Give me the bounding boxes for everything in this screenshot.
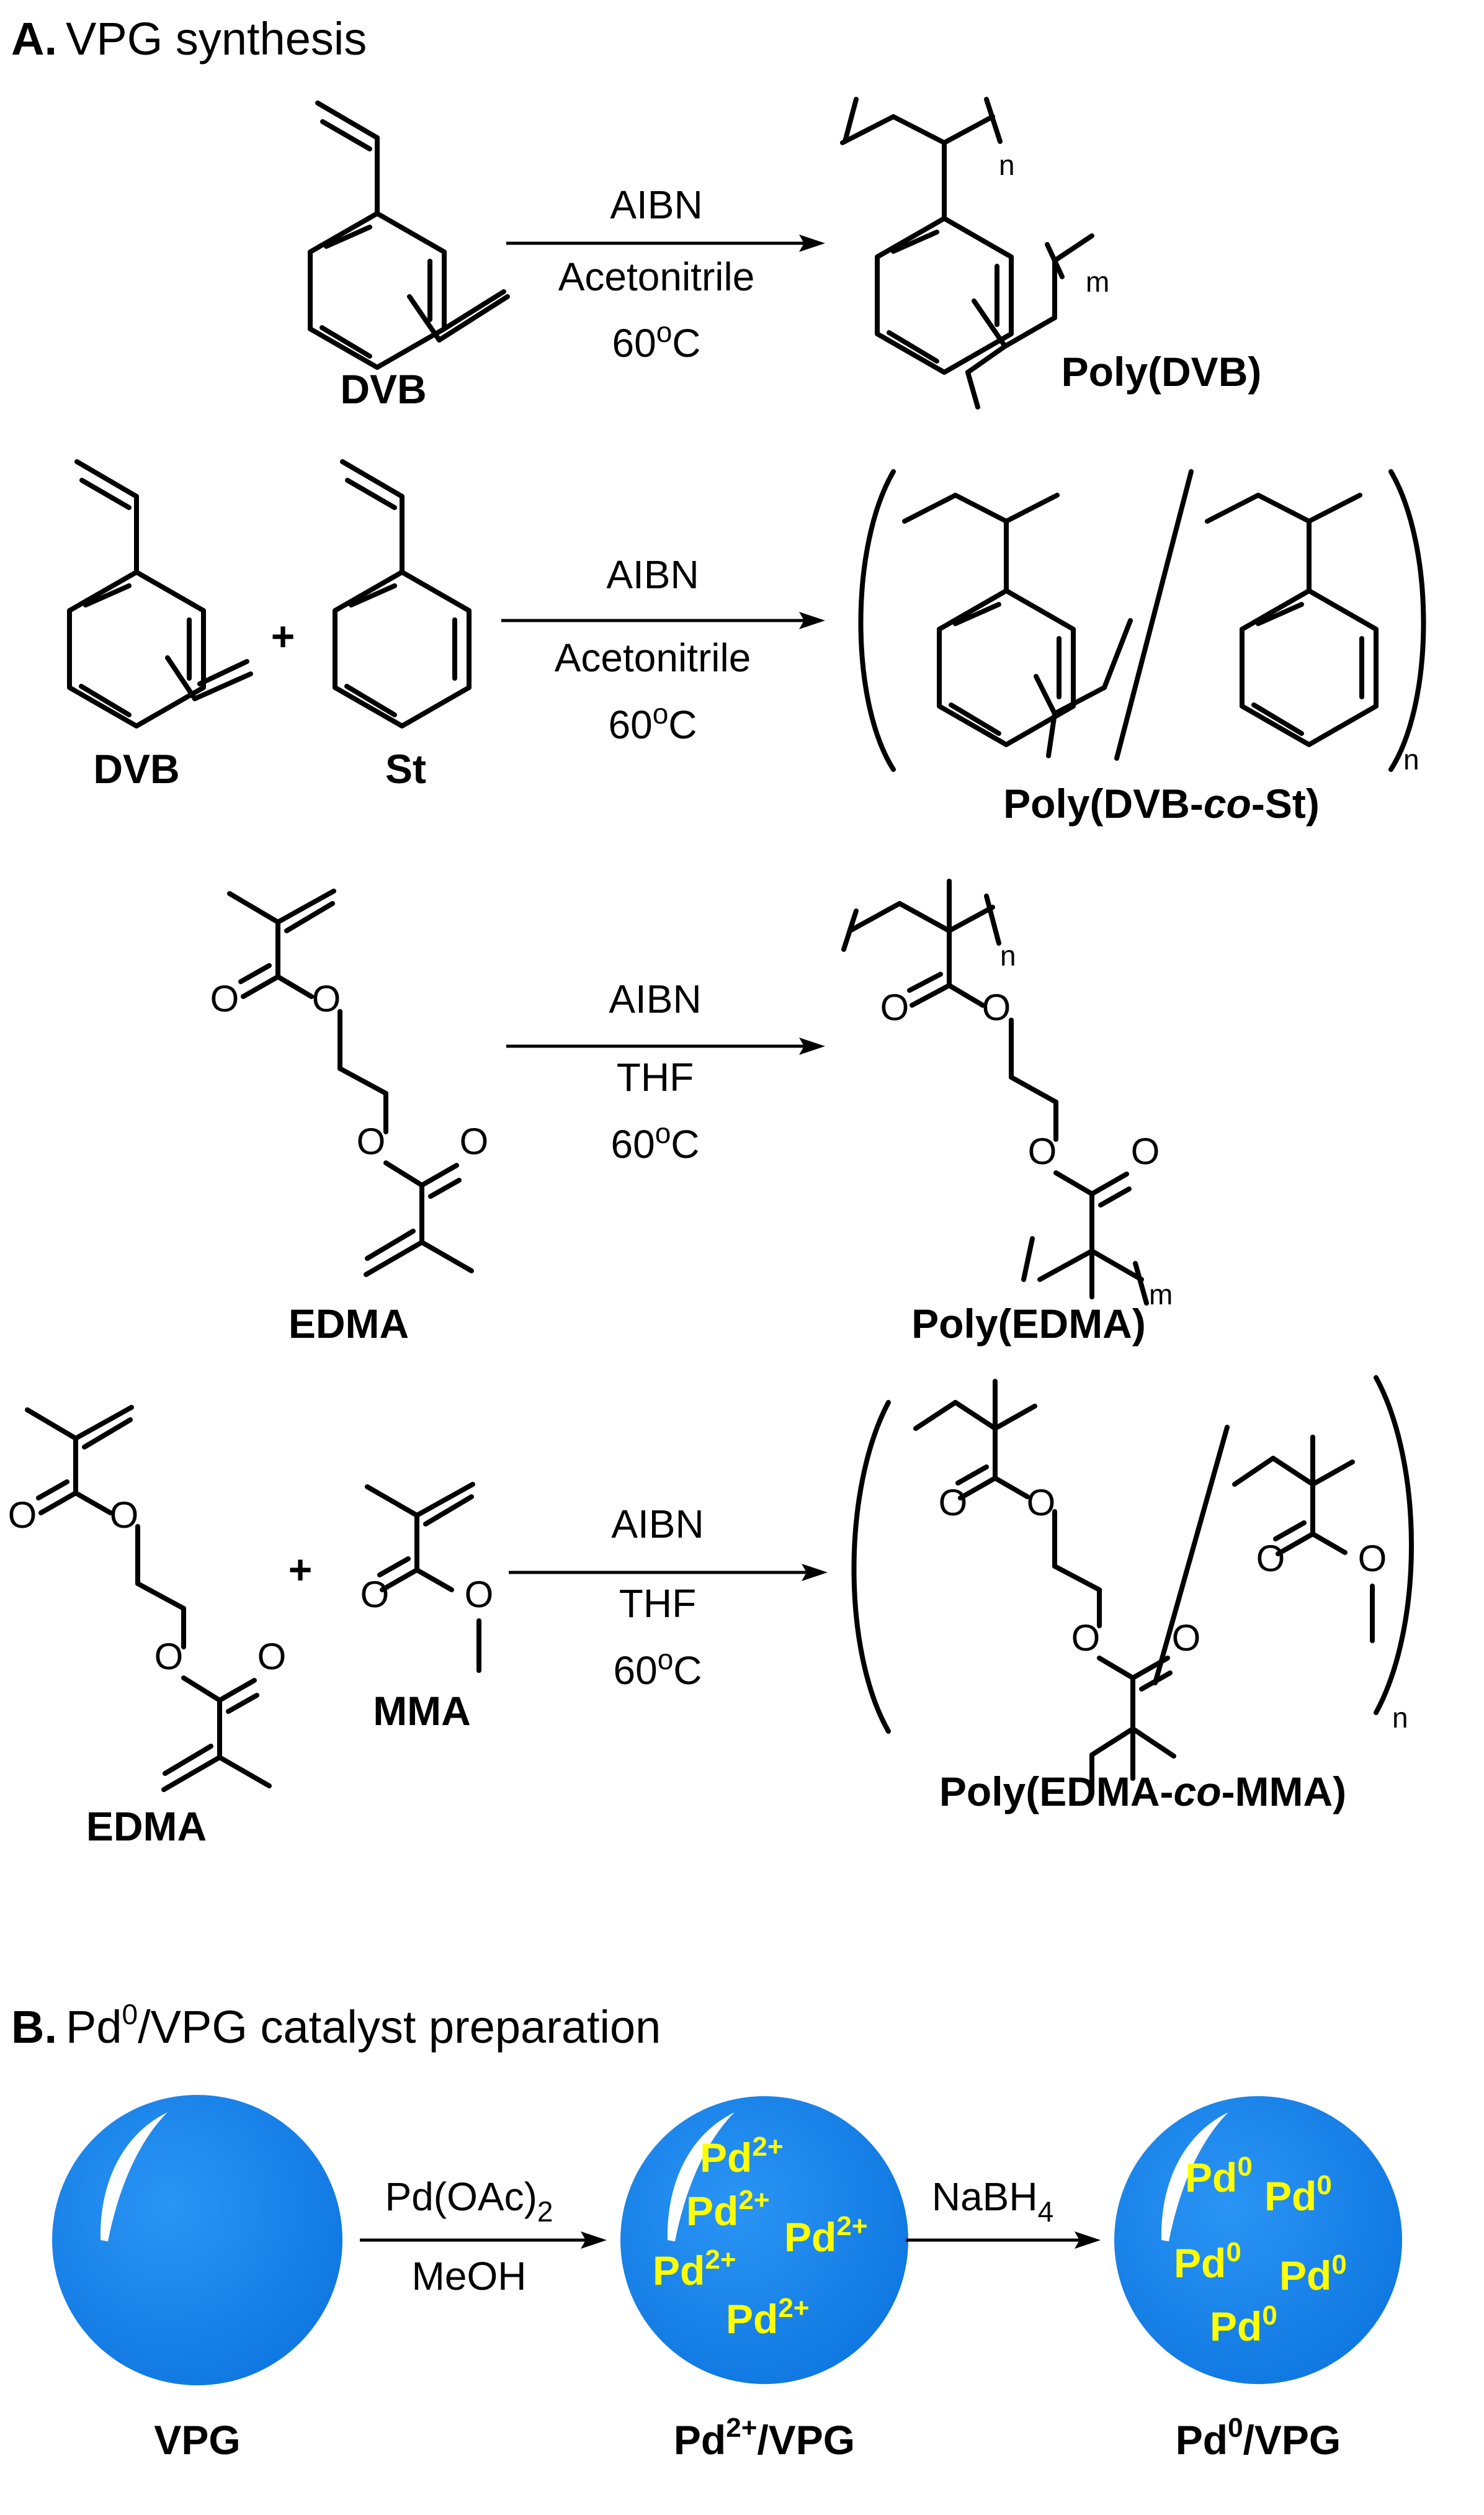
reagent-aibn: AIBN — [609, 977, 701, 1021]
atom-o: O — [110, 1494, 139, 1536]
atom-o: O — [1358, 1538, 1387, 1579]
arrow-head — [799, 235, 825, 252]
repeat-n: n — [1403, 743, 1419, 776]
atom-o: O — [154, 1636, 184, 1677]
poly-edma-structure — [841, 879, 1149, 1306]
dvb-monomer-structure-2 — [67, 459, 253, 728]
monomer-label-edma: EDMA — [288, 1301, 409, 1347]
atom-o: O — [1027, 1482, 1056, 1523]
pd0-atom-label: Pd0 — [1210, 2300, 1277, 2349]
plus-sign: + — [271, 613, 295, 659]
bead-label-pd0-vpg: Pd0/VPG — [1176, 2413, 1341, 2463]
atom-o: O — [210, 978, 239, 1020]
reaction-3: O O O O EDMA AIBN THF 60oC — [210, 879, 1173, 1347]
arrow-head — [1075, 2231, 1101, 2249]
bead-label-pd2-vpg: Pd2+/VPG — [674, 2413, 855, 2463]
atom-o: O — [460, 1121, 489, 1162]
monomer-label-st: St — [385, 746, 426, 792]
pd2-ion-label: Pd2+ — [700, 2132, 784, 2181]
dvb-monomer-structure — [308, 101, 510, 370]
product-label-poly-dvb: Poly(DVB) — [1062, 349, 1262, 395]
atom-o: O — [465, 1574, 494, 1615]
reaction-4: O O O O EDMA + O O MMA AIBN THF 60oC — [8, 1375, 1414, 1849]
product-label-poly-edma-co-mma: Poly(EDMA-co-MMA) — [939, 1769, 1346, 1814]
atom-o: O — [939, 1482, 968, 1523]
pd0-atom-label: Pd0 — [1279, 2249, 1347, 2298]
poly-dvb-structure — [840, 97, 1094, 410]
solvent-label: THF — [619, 1581, 696, 1626]
repeat-m: m — [1149, 1278, 1173, 1311]
reagent-aibn: AIBN — [606, 552, 699, 597]
atom-o: O — [312, 978, 341, 1020]
temperature-label: 60oC — [612, 316, 701, 365]
product-label-poly-dvb-co-st: Poly(DVB-co-St) — [1003, 781, 1320, 827]
atom-o: O — [360, 1574, 390, 1615]
atom-o: O — [8, 1494, 37, 1536]
atom-o: O — [1028, 1131, 1057, 1172]
repeat-m: m — [1086, 266, 1109, 298]
plus-sign: + — [288, 1546, 313, 1592]
pd2-ion-label: Pd2+ — [653, 2244, 736, 2293]
atom-o: O — [1071, 1617, 1101, 1659]
pd0-atom-label: Pd0 — [1174, 2237, 1241, 2286]
temperature-label: 60oC — [611, 1117, 700, 1167]
atom-o: O — [1131, 1131, 1160, 1172]
pd2-ion-label: Pd2+ — [726, 2293, 810, 2342]
temperature-label: 60oC — [614, 1643, 702, 1693]
arrow-head — [799, 612, 825, 629]
solvent-label: Acetonitrile — [558, 254, 755, 299]
pd2-vpg-bead — [620, 2096, 908, 2384]
atom-o: O — [1172, 1617, 1201, 1659]
repeat-n: n — [1392, 1701, 1408, 1734]
pd0-vpg-bead — [1114, 2096, 1402, 2384]
temperature-label: 60oC — [609, 697, 697, 747]
reagent-aibn: AIBN — [611, 1502, 704, 1546]
poly-edma-co-mma-structure — [851, 1375, 1414, 1790]
bead-label-vpg: VPG — [154, 2417, 240, 2463]
atom-o: O — [982, 987, 1011, 1028]
repeat-n: n — [999, 149, 1015, 181]
pd2-ion-label: Pd2+ — [784, 2211, 868, 2260]
monomer-label-mma: MMA — [373, 1688, 471, 1734]
solvent-label: Acetonitrile — [555, 635, 751, 680]
section-a-heading: A.VPG synthesis — [11, 13, 367, 65]
arrow-head — [802, 1564, 828, 1581]
vpg-bead — [52, 2095, 342, 2385]
mma-structure — [365, 1482, 481, 1673]
repeat-n: n — [1000, 939, 1016, 972]
atom-o: O — [1256, 1538, 1285, 1579]
pd2-ion-label: Pd2+ — [686, 2185, 770, 2234]
reaction-1: DVB AIBN Acetonitrile 60oC n m Poly — [308, 97, 1262, 412]
catalyst-preparation: VPG Pd(OAc)2 MeOH Pd2+ Pd2+ Pd2+ Pd2+ Pd… — [52, 2095, 1402, 2463]
monomer-label-edma: EDMA — [86, 1803, 207, 1849]
pd0-atom-label: Pd0 — [1264, 2170, 1332, 2219]
solvent-label: THF — [617, 1055, 694, 1100]
arrow-head — [799, 1038, 825, 1055]
poly-dvb-co-st-structure — [858, 469, 1426, 772]
reaction-2: DVB + St AIBN Acetonitrile 60oC — [67, 459, 1426, 827]
monomer-label-dvb: DVB — [93, 746, 179, 792]
pd0-atom-label: Pd0 — [1185, 2151, 1253, 2200]
atom-o: O — [357, 1121, 386, 1162]
edma-monomer-structure-2 — [25, 1405, 272, 1792]
arrow-head — [581, 2231, 607, 2249]
atom-o: O — [880, 987, 910, 1028]
step1-reagent: Pd(OAc)2 — [385, 2174, 553, 2228]
step1-solvent: MeOH — [412, 2254, 527, 2298]
edma-monomer-structure — [227, 889, 474, 1277]
step2-reagent: NaBH4 — [932, 2174, 1053, 2228]
styrene-structure — [333, 459, 472, 728]
product-label-poly-edma: Poly(EDMA) — [911, 1301, 1146, 1347]
atom-o: O — [257, 1636, 287, 1677]
reagent-aibn: AIBN — [610, 182, 702, 227]
monomer-label-dvb: DVB — [340, 366, 426, 412]
section-b-heading: B.Pd0/VPG catalyst preparation — [11, 1998, 661, 2053]
